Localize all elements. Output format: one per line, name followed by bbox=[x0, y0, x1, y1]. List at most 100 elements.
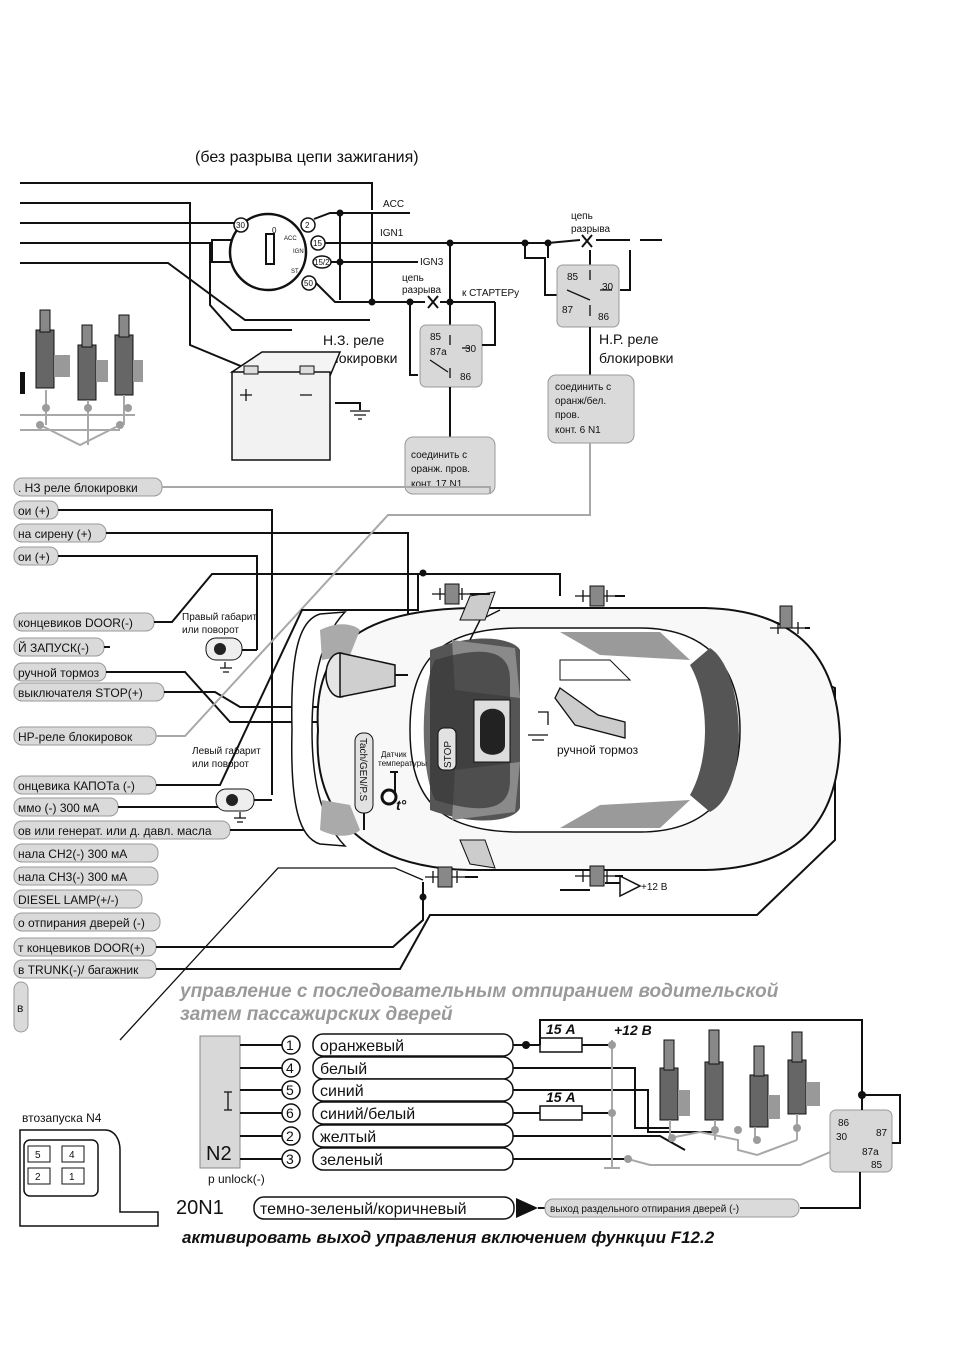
left-label-6: Й ЗАПУСК(-) bbox=[18, 640, 89, 655]
ign-pos-0: 0 bbox=[272, 226, 277, 235]
ign-pin-15-2: 15/2 bbox=[314, 258, 330, 267]
temp-sensor-2: температуры bbox=[378, 759, 427, 768]
nc-note-1: соединить с bbox=[411, 450, 467, 461]
ign-pos-ign: IGN bbox=[293, 249, 304, 255]
out-label: выход раздельного отпирания дверей (-) bbox=[550, 1204, 739, 1215]
header-note: (без разрыва цепи зажигания) bbox=[195, 149, 419, 166]
no-relay: 85 30 87 86 bbox=[556, 264, 620, 328]
wire-num-2: 4 bbox=[286, 1060, 294, 1076]
left-label-12: ов или генерат. или д. давл. масла bbox=[18, 824, 212, 838]
no-note-4: конт. 6 N1 bbox=[555, 425, 601, 436]
nc-relay-pin-87a: 87a bbox=[430, 347, 447, 358]
no-relay-pin-86: 86 bbox=[598, 312, 610, 323]
nc-break-1: цепь bbox=[402, 273, 424, 284]
left-label-17: т концевиков DOOR(+) bbox=[18, 941, 145, 955]
no-relay-note: соединить с оранж/бел. пров. конт. 6 N1 bbox=[547, 374, 635, 444]
left-labels: . НЗ реле блокировки ои (+) на сирену (+… bbox=[13, 477, 231, 1033]
n2-connector: N2 bbox=[199, 1035, 241, 1169]
no-relay-title-2: блокировки bbox=[599, 350, 673, 366]
nc-break-2: разрыва bbox=[402, 285, 442, 296]
stop-label: STOP bbox=[443, 741, 454, 768]
b-relay-pin-87: 87 bbox=[876, 1128, 888, 1139]
fuse-label-2: 15 А bbox=[546, 1089, 576, 1105]
nc-note-2: оранж. пров. bbox=[411, 464, 470, 475]
left-label-wires bbox=[58, 443, 836, 1041]
left-label-11: ммо (-) 300 мА bbox=[18, 801, 99, 815]
ign-pin-50: 50 bbox=[304, 279, 313, 288]
bottom-relay: 86 30 87 87a 85 bbox=[829, 1109, 893, 1173]
out-wire-label: темно-зеленый/коричневый bbox=[260, 1201, 467, 1218]
wire-row-3: 5 синий bbox=[240, 1078, 715, 1133]
left-label-1: . НЗ реле блокировки bbox=[18, 481, 138, 495]
left-lamp-1: Левый габарит bbox=[192, 745, 261, 757]
ignition-coils bbox=[20, 309, 143, 447]
ignition-output-wires bbox=[313, 212, 662, 376]
bottom-title-1: управление с последовательным отпиранием… bbox=[179, 981, 779, 1002]
siren-icon bbox=[325, 652, 396, 698]
n4-pin-5: 5 bbox=[35, 1150, 41, 1161]
break-x-icon bbox=[427, 234, 593, 309]
handbrake-icon bbox=[528, 687, 626, 741]
nc-relay-pin-85: 85 bbox=[430, 332, 442, 343]
nc-note-3: конт. 17 N1 bbox=[411, 479, 463, 490]
no-relay-title-1: Н.Р. реле bbox=[599, 331, 659, 347]
ign-pin-2: 2 bbox=[305, 221, 310, 230]
no-break-1: цепь bbox=[571, 211, 593, 222]
ign-pos-acc: ACC bbox=[284, 236, 297, 242]
wire-name-1: оранжевый bbox=[320, 1038, 404, 1055]
nc-relay-pin-86: 86 bbox=[460, 372, 472, 383]
left-label-5: концевиков DOOR(-) bbox=[18, 616, 133, 630]
nc-relay-pin-30: 30 bbox=[465, 344, 477, 355]
left-label-16: о отпирания дверей (-) bbox=[18, 916, 145, 930]
wire-name-6: зеленый bbox=[320, 1152, 383, 1169]
bottom-title-2: затем пассажирских дверей bbox=[180, 1004, 453, 1025]
wire-row-1: 1 оранжевый bbox=[240, 1033, 540, 1057]
wire-num-4: 6 bbox=[286, 1105, 294, 1121]
out-pin-label: 20N1 bbox=[176, 1197, 224, 1219]
left-label-2: ои (+) bbox=[18, 504, 50, 518]
left-label-13: нала CH2(-) 300 мА bbox=[18, 847, 127, 861]
left-lamp-icon bbox=[215, 788, 255, 823]
n4-pin-4: 4 bbox=[69, 1150, 75, 1161]
handbrake-label: ручной тормоз bbox=[557, 743, 639, 757]
line-ign1: IGN1 bbox=[380, 228, 404, 239]
left-label-3: на сирену (+) bbox=[18, 527, 92, 541]
wire-name-5: желтый bbox=[320, 1129, 376, 1146]
top-wires bbox=[20, 182, 373, 373]
left-label-9: НР-реле блокировок bbox=[18, 730, 133, 744]
wire-num-3: 5 bbox=[286, 1082, 294, 1098]
ign-pos-st: ST bbox=[291, 269, 299, 275]
right-lamp-1: Правый габарит bbox=[182, 611, 257, 623]
unlock-label: p unlock(-) bbox=[208, 1172, 265, 1186]
temp-sensor-icon: Датчик температуры t° bbox=[378, 750, 427, 813]
right-lamp-2: или поворот bbox=[182, 625, 239, 636]
left-label-extra: в bbox=[17, 1001, 23, 1015]
no-note-1: соединить с bbox=[555, 382, 611, 393]
n2-label: N2 bbox=[206, 1143, 232, 1165]
nc-starter: к СТАРТЕРу bbox=[462, 288, 519, 299]
left-lamp-2: или поворот bbox=[192, 759, 249, 770]
left-label-8: выключателя STOP(+) bbox=[18, 686, 143, 700]
nc-relay: 85 87a 30 86 bbox=[419, 324, 483, 388]
tach-connector: Tach/GEN/P.S bbox=[354, 732, 374, 814]
steering-wheel-icon bbox=[473, 699, 511, 763]
n4-label: втозапуска N4 bbox=[22, 1111, 102, 1125]
fuse-icon: 15 А 15 А bbox=[539, 1021, 612, 1121]
door-switches bbox=[425, 583, 805, 888]
left-label-10: онцевика КАПОТа (-) bbox=[18, 779, 135, 793]
footer-note: активировать выход управления включением… bbox=[182, 1228, 715, 1247]
nc-relay-title-2: блокировки bbox=[323, 350, 397, 366]
n4-pin-2: 2 bbox=[35, 1172, 41, 1183]
no-relay-pin-87: 87 bbox=[562, 305, 574, 316]
left-label-18: в TRUNK(-)/ багажник bbox=[18, 963, 139, 977]
temp-sensor-1: Датчик bbox=[381, 750, 407, 759]
no-note-2: оранж/бел. bbox=[555, 395, 606, 407]
temp-symbol: t° bbox=[396, 797, 407, 813]
wire-name-2: белый bbox=[320, 1061, 367, 1078]
wire-row-6: 3 зеленый bbox=[240, 1147, 628, 1171]
battery-icon bbox=[229, 351, 342, 461]
right-lamp-icon bbox=[205, 637, 243, 673]
b-relay-pin-86: 86 bbox=[838, 1118, 850, 1129]
no-break-2: разрыва bbox=[571, 224, 611, 235]
